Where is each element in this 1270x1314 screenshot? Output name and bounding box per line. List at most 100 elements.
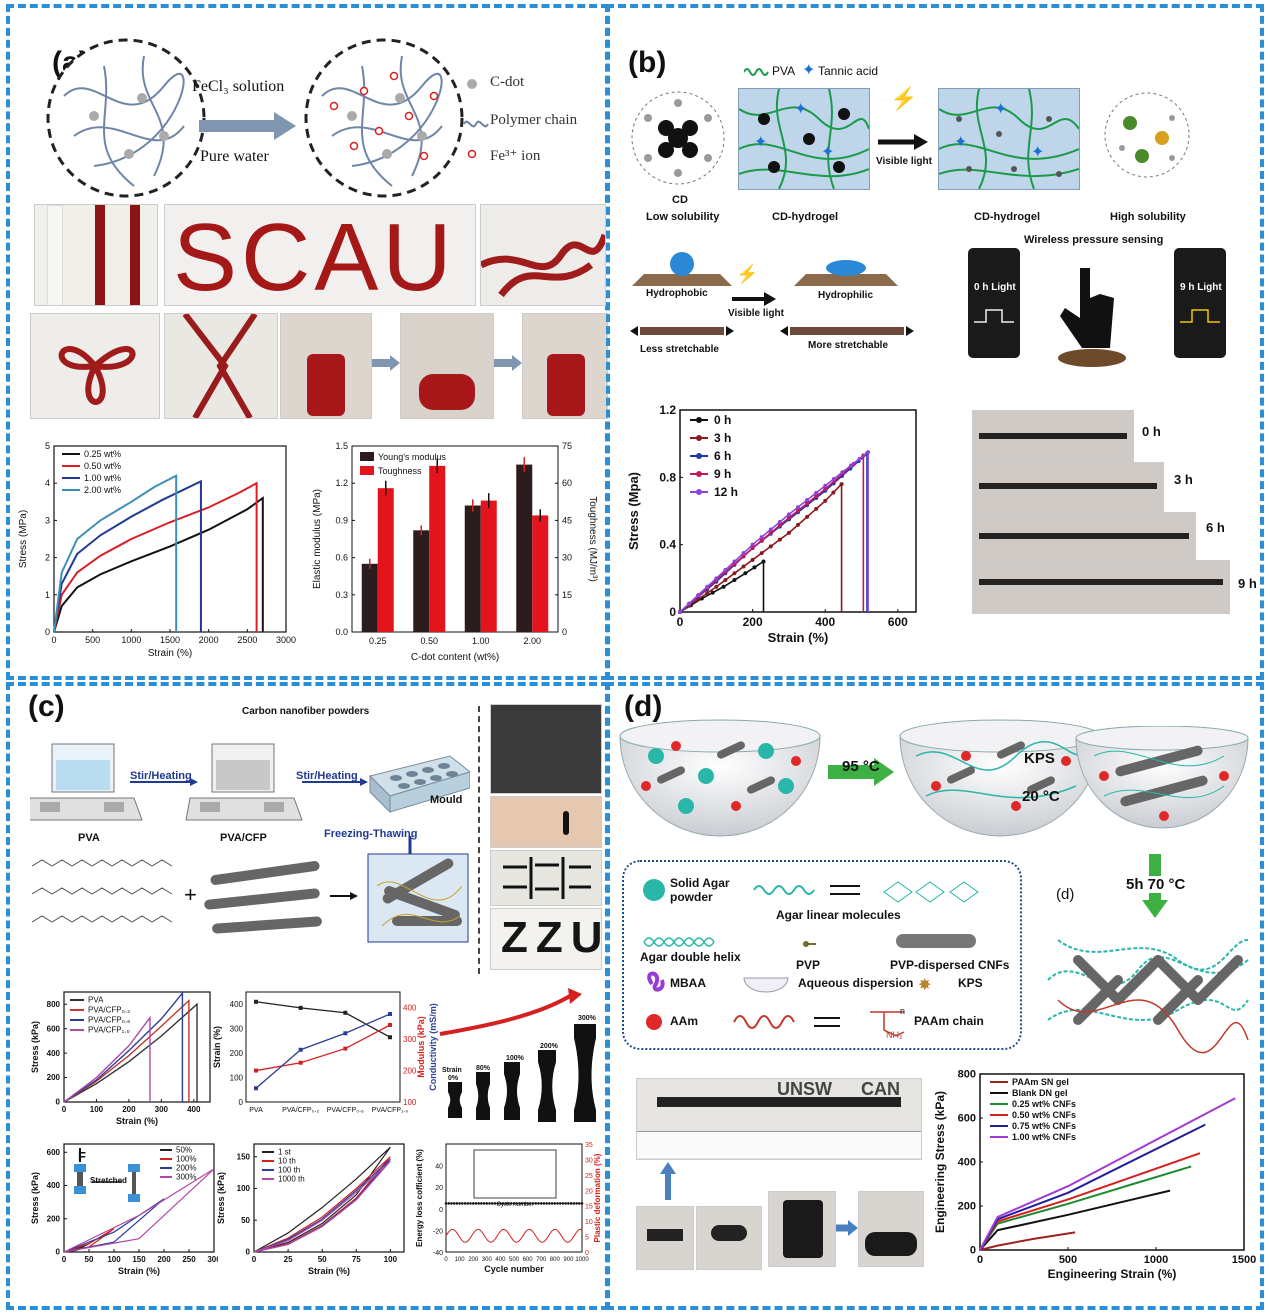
y-tick-label: 0.4 [659,538,676,552]
y-tick-label: 0 [56,1248,61,1257]
x-tick-label: 200 [468,1257,479,1263]
x-tick-label: 0 [252,1255,257,1264]
x-tick-label: 2.00 [523,636,541,646]
series-line-2 [253,1158,391,1253]
x-tick-label: 1500 [1232,1254,1256,1266]
series-line-3 [63,1168,215,1253]
x-axis-label: C-dot content (wt%) [411,652,499,663]
b-high-solubility: High solubility [1110,211,1186,223]
x-tick-label: 1.00 [472,636,490,646]
x-tick-label: 1000 [575,1257,589,1263]
legend-label: 300% [176,1173,196,1182]
series-line-2 [63,991,184,1103]
y-tick-label: 0 [439,1207,443,1214]
b-lightning-icon: ⚡ [890,86,918,111]
series-line-0 [255,1001,391,1038]
data-point [493,1202,497,1205]
legend-marker [696,471,702,477]
x-tick-label: PVA [249,1107,263,1114]
data-point [696,593,701,598]
data-point [805,514,810,519]
x-axis-label: Strain (%) [148,648,192,659]
data-point [723,567,728,572]
b-phone-0h: 0 h Light [968,248,1020,358]
y2-tick-label: 10 [585,1219,593,1226]
plot-frame [679,409,917,613]
y-tick-label: 2 [45,553,50,563]
b-legend-ta: Tannic acid [818,64,879,78]
legend-label: 6 h [714,449,731,463]
y-axis-label: Stress (kPa) [30,1172,40,1224]
data-point [768,530,773,535]
plot-frame [351,445,559,633]
series-line-5 [979,1097,1236,1251]
y2-axis-label: Plastic deformation (%) [593,1153,602,1242]
a-photo-press-3 [522,313,608,419]
data-point [768,544,773,549]
data-point [823,498,828,503]
series-line-3 [253,1160,391,1253]
bar-toughness [377,488,394,632]
data-point [840,470,845,475]
a-scau-text: SCAU [173,204,456,306]
data-point [750,542,755,547]
d-legend-pvp: PVP [796,958,821,972]
d-legend-box: ✸ Solid Agar powder Agar linear molecule… [622,860,1022,1050]
data-point [482,1202,486,1205]
legend-label: Toughness [378,466,422,476]
legend-label: 0.25 wt% CNFs [1012,1099,1076,1109]
legend-label: PVA/CFP₀.₂ [88,1006,130,1015]
panel-b-label: (b) [628,46,667,79]
data-point [575,1202,578,1205]
data-point [752,565,757,570]
data-point [572,1202,576,1205]
y-tick-label: 800 [47,1000,61,1009]
a-legend-polymer: Polymer chain [490,112,578,128]
data-point [577,1202,581,1205]
data-point [526,1202,529,1205]
y-tick-label: 800 [958,1069,976,1081]
b-cd-circle [631,91,725,185]
x-tick-label: 2000 [199,635,219,645]
series-line-1 [445,1228,583,1243]
d-photo-cylinder [768,1191,836,1267]
a-photo-press-2 [400,313,494,419]
y-tick-label: 0.9 [335,515,348,525]
data-point [466,1202,470,1205]
data-point [480,1202,483,1205]
data-point [504,1202,508,1205]
svg-text:100%: 100% [506,1055,525,1062]
data-point [542,1202,546,1205]
series-line-3 [979,1152,1201,1251]
legend-label: PVA [88,996,104,1005]
data-point [496,1202,499,1205]
legend-label: 0.25 wt% [84,449,121,459]
y2-tick-label: 0 [585,1250,589,1257]
x-tick-label: 0 [977,1254,983,1266]
d-legend-nh2: NH₂ [886,1030,903,1040]
data-point [814,494,819,499]
y2-tick-label: 200 [403,1067,417,1076]
y-axis-label: Energy loss cofficient (%) [415,1149,424,1247]
d-photo-clamp-2 [696,1206,762,1270]
d-20c: 20 °C [1022,788,1060,805]
data-point [388,1035,392,1040]
b-photo-3h: 3 h [1174,472,1193,487]
svg-text:80%: 80% [476,1065,491,1072]
x-tick-label: 200 [743,615,763,629]
d-legend-aqueous: Aqueous dispersion [798,976,914,990]
data-point [857,456,862,461]
data-point [561,1202,565,1205]
data-point [741,551,746,556]
x-axis-label: Strain (%) [308,1266,350,1276]
x-tick-label: 50 [318,1255,327,1264]
y-tick-label: 0.8 [659,470,676,484]
data-point [814,490,819,495]
legend-swatch [360,466,374,475]
series-line-0 [253,1146,391,1253]
data-point [831,477,836,482]
y2-tick-label: 30 [585,1157,593,1164]
data-point [556,1202,559,1205]
y-tick-label: 0 [239,1098,244,1107]
x-tick-label: 700 [536,1257,547,1263]
